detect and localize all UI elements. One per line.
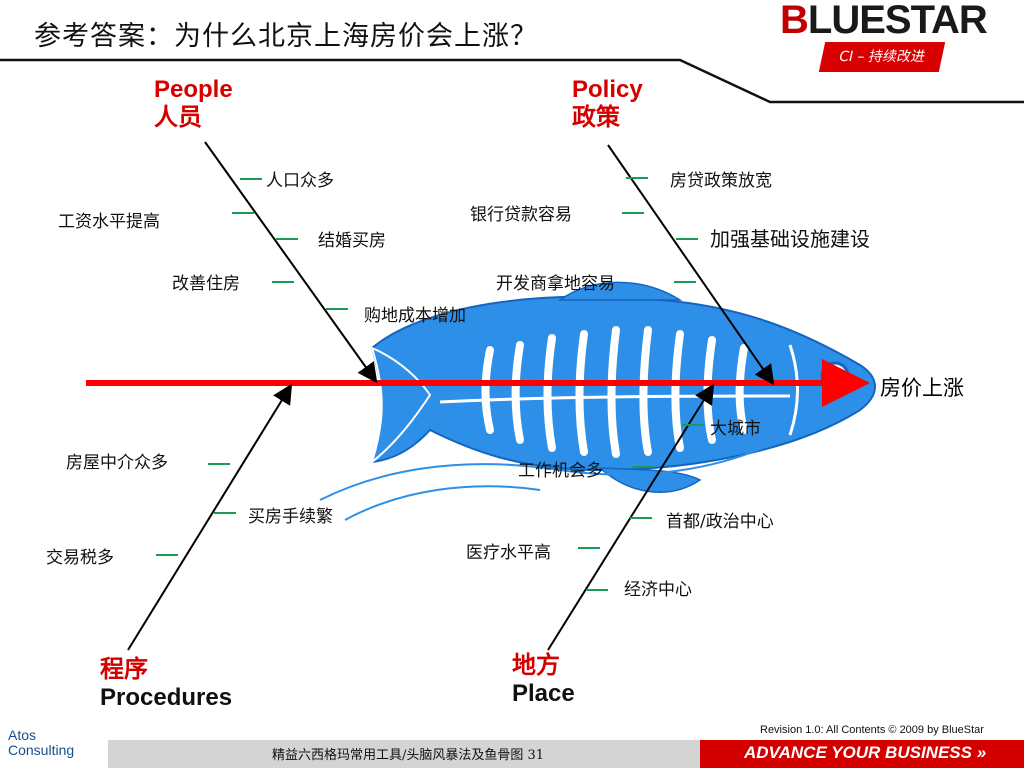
cause-people-4: 改善住房 [172,274,240,294]
cause-policy-4: 开发商拿地容易 [496,274,615,294]
cause-dash [622,212,644,214]
cause-dash [208,463,230,465]
cause-dash [630,517,652,519]
category-place: 地方 Place [512,652,575,708]
category-policy-zh: 政策 [572,104,620,131]
atos-logo-line2: Consulting [8,742,75,758]
category-place-zh: 地方 [512,652,560,679]
cause-dash [326,308,348,310]
effect-label: 房价上涨 [880,376,964,400]
cause-place-2: 工作机会多 [518,461,603,481]
slogan-bar [700,740,1024,768]
footer-bar [108,740,708,768]
atos-logo: Atos Consulting [8,728,74,758]
category-policy: Policy 政策 [572,76,643,132]
atos-logo-line1: Atos [8,727,37,743]
cause-people-1: 人口众多 [266,171,334,191]
cause-place-1: 大城市 [710,419,761,439]
bone-people [204,141,378,384]
page-title: 参考答案：为什么北京上海房价会上涨？ [34,21,538,52]
category-procedures: 程序 Procedures [100,656,232,712]
bone-procedures [127,383,293,651]
cause-dash [676,238,698,240]
cause-dash [240,178,262,180]
cause-dash [682,424,704,426]
bone-policy [607,144,775,386]
cause-people-5: 购地成本增加 [364,306,466,326]
cause-dash [272,281,294,283]
slogan-text: ADVANCE YOUR BUSINESS » [744,743,987,762]
header-rule [0,58,1024,104]
category-place-en: Place [512,680,575,707]
cause-dash [586,589,608,591]
category-procedures-zh: 程序 [100,656,148,683]
bluestar-logo: BLUESTAR [780,0,988,42]
category-people-en: People [154,76,233,103]
category-policy-en: Policy [572,76,643,103]
category-procedures-en: Procedures [100,684,233,711]
cause-policy-1: 房贷政策放宽 [670,171,772,191]
cause-dash [674,281,696,283]
cause-dash [578,547,600,549]
cause-dash [232,212,254,214]
cause-people-2: 工资水平提高 [58,212,160,232]
cause-policy-3: 加强基础设施建设 [710,227,870,251]
cause-procedures-1: 房屋中介众多 [66,453,168,473]
cause-dash [156,554,178,556]
revision-text: Revision 1.0: All Contents © 2009 by Blu… [760,724,984,736]
footer-caption: 精益六西格玛常用工具/头脑风暴法及鱼骨图 31 [271,748,545,763]
cause-place-4: 医疗水平高 [466,543,551,563]
cause-place-3: 首都/政治中心 [666,512,774,532]
cause-dash [276,238,298,240]
cause-dash [214,512,236,514]
cause-procedures-2: 买房手续繁 [248,507,333,527]
cause-procedures-3: 交易税多 [46,548,114,568]
cause-place-5: 经济中心 [624,580,692,600]
cause-policy-2: 银行贷款容易 [470,205,572,225]
category-people-zh: 人员 [154,104,202,131]
category-people: People 人员 [154,76,233,132]
cause-dash [632,466,654,468]
cause-dash [626,177,648,179]
cause-people-3: 结婚买房 [318,231,386,251]
